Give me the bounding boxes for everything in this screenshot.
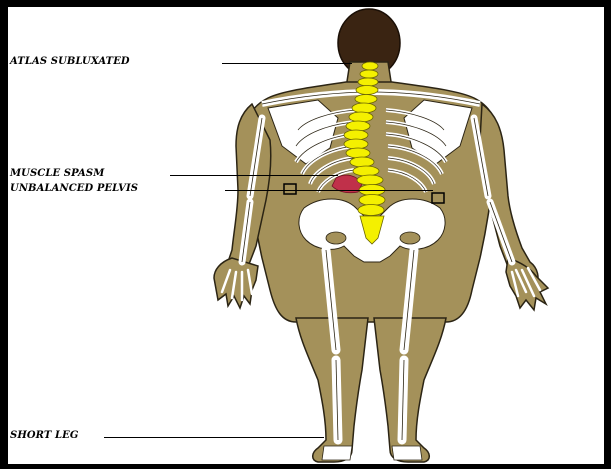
- label-muscle-spasm: MUSCLE SPASM: [10, 168, 104, 180]
- leader-pelvis: [225, 190, 433, 191]
- leader-short-leg: [104, 437, 324, 438]
- leader-atlas: [222, 63, 352, 64]
- foot-bones: [322, 446, 422, 460]
- label-atlas-subluxated: ATLAS SUBLUXATED: [10, 56, 130, 68]
- right-leg: [374, 318, 446, 462]
- label-short-leg: SHORT LEG: [10, 430, 79, 442]
- leader-muscle: [170, 175, 338, 176]
- label-unbalanced-pelvis: UNBALANCED PELVIS: [10, 183, 138, 195]
